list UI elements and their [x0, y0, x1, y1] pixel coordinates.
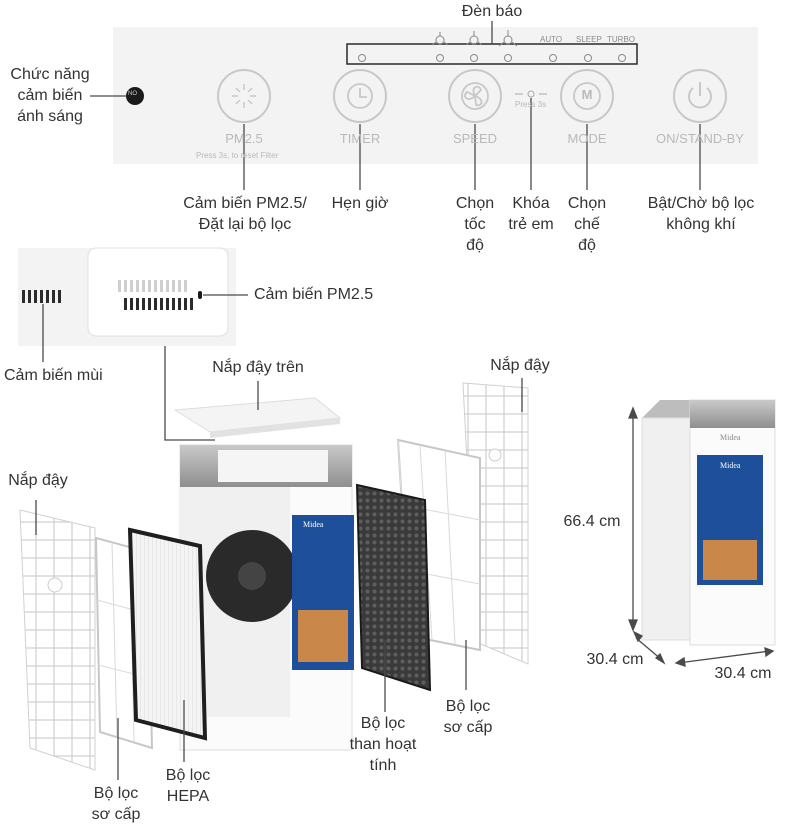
control-panel — [113, 27, 758, 164]
speed-fan-icon — [461, 82, 489, 110]
child-lock-marker — [515, 90, 547, 98]
label-odor-sensor: Cảm biến mùi — [4, 367, 103, 384]
ind-auto: AUTO — [540, 35, 563, 44]
power-icon — [688, 82, 712, 109]
odor-sensor-vents — [22, 290, 61, 303]
top-cover — [173, 397, 342, 438]
dim-depth: 30.4 cm — [586, 651, 644, 668]
pm25-icon — [232, 84, 256, 108]
light-sensor-text: NO — [128, 91, 137, 97]
ind-turbo: TURBO — [607, 35, 635, 44]
mode-icon-ring — [573, 82, 601, 110]
sensor-cover — [87, 247, 229, 337]
pm25-sensor-hole — [198, 291, 202, 299]
label-pm25-sensor: Cảm biến PM2.5 — [254, 286, 374, 303]
panel-timer: TIMER — [339, 131, 381, 146]
assembled-unit — [641, 399, 776, 646]
label-pm25-reset: Cảm biến PM2.5/Đặt lại bộ lọc — [183, 195, 307, 233]
timer-icon — [347, 83, 373, 109]
dimension-lines — [628, 406, 775, 667]
panel-buttons — [217, 69, 727, 123]
pm25-sensor-vents — [118, 280, 187, 292]
light-sensor-dot — [126, 87, 144, 105]
exploded-leader-lines — [117, 640, 467, 780]
panel-leader-lines — [90, 21, 701, 190]
label-right-cover: Nắp đậy — [490, 357, 550, 374]
panel-lock-sub: Press 3s — [515, 100, 547, 109]
label-timer: Hẹn giờ — [331, 195, 389, 212]
hepa-filter — [127, 527, 208, 741]
brand-body: Midea — [303, 520, 324, 529]
label-top-cover: Nắp đậy trên — [212, 359, 304, 376]
panel-mode-glyph: M — [581, 87, 593, 102]
left-cover — [19, 509, 96, 771]
panel-pm25: PM2.5 — [225, 131, 263, 146]
carbon-filter — [355, 483, 432, 692]
indicator-title: Đèn báo — [461, 3, 523, 20]
panel-mode: MODE — [567, 131, 607, 146]
dim-height: 66.4 cm — [563, 513, 621, 530]
label-left-cover: Nắp đậy — [8, 472, 68, 489]
panel-pm25-sub: Press 3s, to reset Filter — [196, 151, 279, 160]
fan-level-icon — [431, 30, 518, 47]
brand-unit-sticker: Midea — [720, 461, 741, 470]
panel-power: ON/STAND-BY — [656, 131, 744, 146]
ind-sleep: SLEEP — [576, 35, 602, 44]
sensor-leader-lines — [42, 294, 248, 441]
brand-unit: Midea — [720, 433, 741, 442]
panel-speed: SPEED — [452, 131, 498, 146]
dim-width: 30.4 cm — [714, 665, 772, 682]
indicator-leds — [358, 54, 626, 62]
